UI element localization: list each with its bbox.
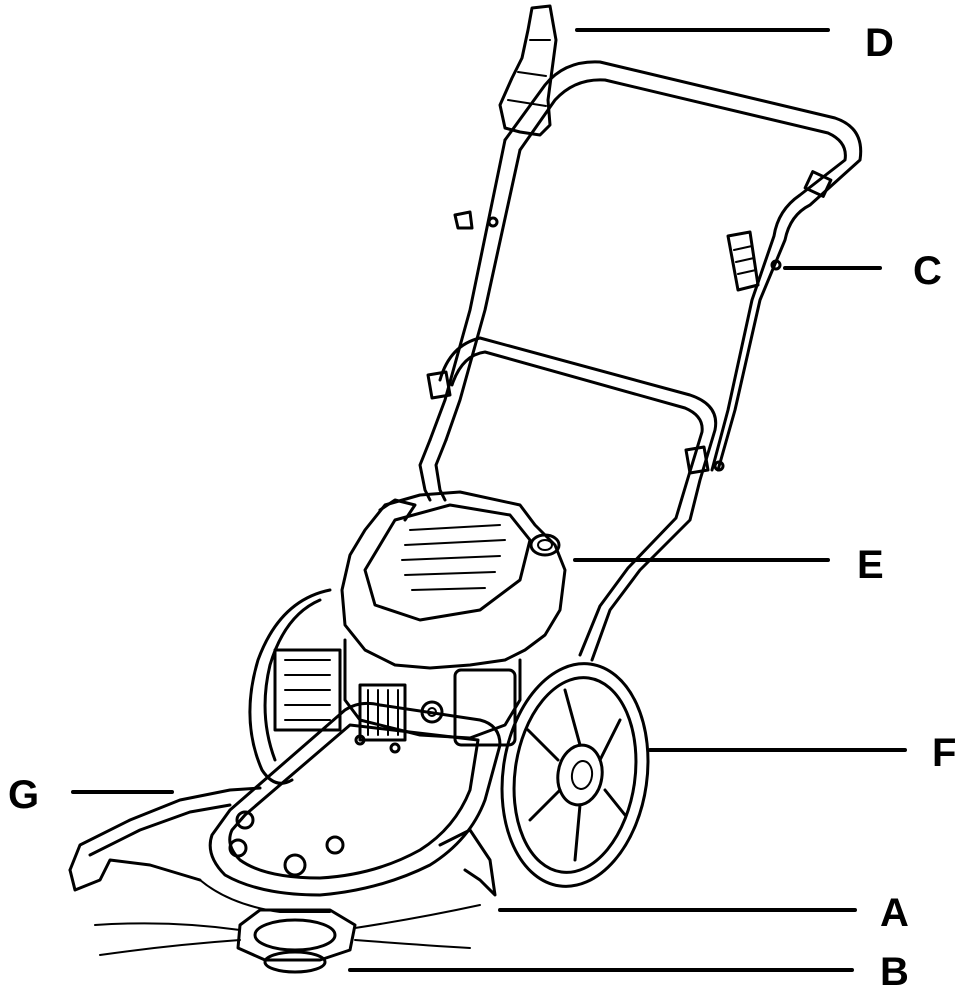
callout-label-a: A [880, 891, 909, 935]
right-wheel [500, 662, 650, 888]
string-guard [68, 786, 497, 913]
callout-label-e: E [857, 543, 884, 587]
callout-label-g: G [8, 773, 39, 817]
callout-lines [71, 28, 907, 972]
callout-label-d: D [865, 21, 894, 65]
left-wheel [248, 588, 332, 785]
callout-label-c: C [913, 249, 942, 293]
callout-label-f: F [932, 731, 956, 775]
deck [208, 701, 502, 897]
trimmer-head [94, 904, 481, 974]
callout-labels: D C E F G A B [8, 21, 956, 990]
handle-assembly [418, 4, 863, 662]
callout-label-b: B [880, 950, 909, 990]
